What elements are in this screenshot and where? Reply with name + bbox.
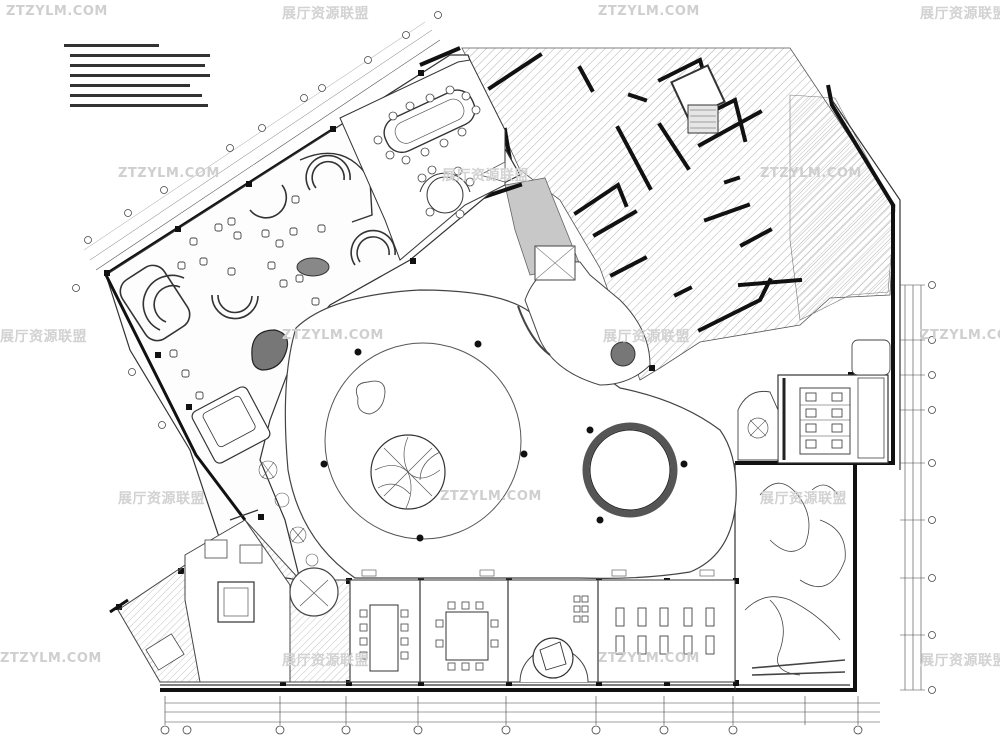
design-notes [64, 42, 274, 126]
watermark: 展厅资源联盟 [282, 653, 369, 669]
meeting-room-top [339, 59, 506, 261]
lobby-curve [517, 245, 651, 386]
watermark: ZTZYLM.COM [920, 328, 1000, 343]
watermark: 展厅资源联盟 [0, 329, 87, 345]
watermark: 展厅资源联盟 [760, 491, 847, 507]
right-wing-hatched [789, 94, 896, 321]
watermark: ZTZYLM.COM [6, 4, 108, 19]
feature-ovals [251, 257, 330, 371]
watermark: ZTZYLM.COM [118, 166, 220, 181]
bottom-left-entry [109, 509, 351, 683]
watermark: ZTZYLM.COM [0, 651, 102, 666]
toilet-block [737, 339, 891, 464]
watermark: ZTZYLM.COM [282, 328, 384, 343]
watermark: 展厅资源联盟 [118, 491, 205, 507]
grid-markers-right [928, 281, 936, 694]
grid-markers-top [72, 11, 442, 429]
landscape-room [744, 482, 846, 676]
watermark: ZTZYLM.COM [598, 651, 700, 666]
core-stair [670, 64, 726, 134]
watermark: 展厅资源联盟 [920, 6, 1000, 22]
planting-left [258, 460, 319, 567]
reception-pod [191, 386, 271, 464]
watermark: 展厅资源联盟 [603, 329, 690, 345]
watermark: 展厅资源联盟 [282, 6, 369, 22]
watermark: 展厅资源联盟 [442, 168, 529, 184]
watermark: ZTZYLM.COM [440, 489, 542, 504]
watermark: ZTZYLM.COM [598, 4, 700, 19]
lounge-chairs [169, 195, 326, 400]
dimension-right [900, 284, 925, 691]
central-hall [284, 289, 737, 579]
bottom-rooms [349, 569, 736, 683]
dimension-bottom [164, 696, 880, 725]
notes-text-lines [64, 44, 210, 107]
watermark: 展厅资源联盟 [920, 653, 1000, 669]
grid-markers-bottom [160, 725, 863, 735]
watermark: ZTZYLM.COM [760, 166, 862, 181]
